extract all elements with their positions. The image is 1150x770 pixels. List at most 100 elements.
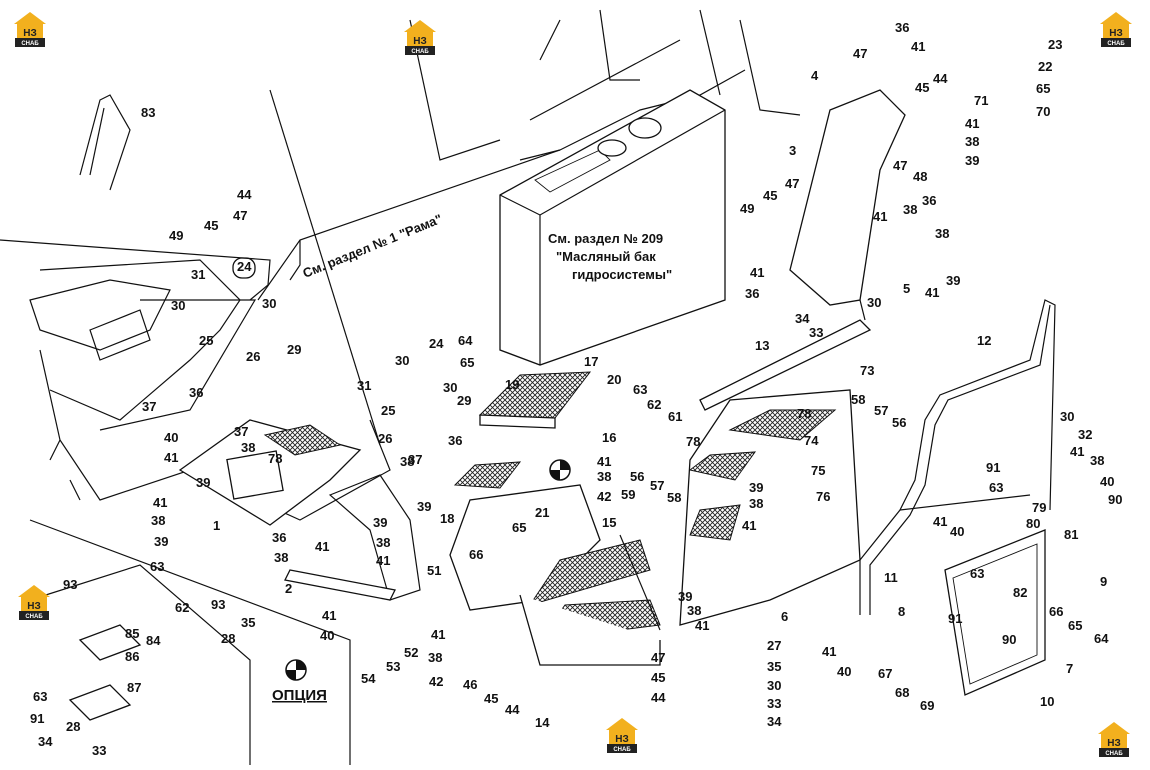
part-callout-38: 38 [749, 496, 763, 511]
part-callout-87: 87 [127, 680, 141, 695]
part-callout-38: 38 [274, 550, 288, 565]
part-callout-25: 25 [199, 333, 213, 348]
part-callout-41: 41 [925, 285, 939, 300]
part-callout-41: 41 [153, 495, 167, 510]
part-callout-47: 47 [233, 208, 247, 223]
part-callout-26: 26 [246, 349, 260, 364]
part-callout-5: 5 [903, 281, 910, 296]
part-callout-90: 90 [1108, 492, 1122, 507]
part-callout-58: 58 [667, 490, 681, 505]
part-callout-84: 84 [146, 633, 161, 648]
part-callout-2: 2 [285, 581, 292, 596]
part-callout-22: 22 [1038, 59, 1052, 74]
part-callout-47: 47 [651, 650, 665, 665]
part-callout-39: 39 [154, 534, 168, 549]
part-callout-17: 17 [584, 354, 598, 369]
part-callout-62: 62 [647, 397, 661, 412]
logo-bottom-left: НЗ СНАБ [18, 585, 50, 620]
part-callout-47: 47 [893, 158, 907, 173]
part-callout-37: 37 [234, 424, 248, 439]
part-callout-41: 41 [822, 644, 836, 659]
part-callout-52: 52 [404, 645, 418, 660]
part-callout-67: 67 [878, 666, 892, 681]
part-callout-69: 69 [920, 698, 934, 713]
part-callout-39: 39 [965, 153, 979, 168]
part-callout-41: 41 [695, 618, 709, 633]
part-callout-41: 41 [164, 450, 178, 465]
part-callout-19: 19 [505, 377, 519, 392]
part-callout-45: 45 [915, 80, 929, 95]
part-callout-65: 65 [460, 355, 474, 370]
part-callout-41: 41 [1070, 444, 1084, 459]
part-callout-70: 70 [1036, 104, 1050, 119]
part-callout-30: 30 [171, 298, 185, 313]
part-callout-23: 23 [1048, 37, 1062, 52]
part-callout-20: 20 [607, 372, 621, 387]
part-callout-4: 4 [811, 68, 819, 83]
part-callout-42: 42 [597, 489, 611, 504]
part-callout-75: 75 [811, 463, 825, 478]
logo-top-left: НЗ СНАБ [14, 12, 46, 47]
part-callout-58: 58 [851, 392, 865, 407]
part-callout-64: 64 [1094, 631, 1109, 646]
part-callout-37: 37 [142, 399, 156, 414]
right-step-housing [679, 319, 872, 626]
part-callout-71: 71 [974, 93, 988, 108]
part-callout-44: 44 [651, 690, 666, 705]
part-callout-46: 46 [463, 677, 477, 692]
part-callout-61: 61 [668, 409, 682, 424]
part-callout-56: 56 [630, 469, 644, 484]
part-callout-41: 41 [965, 116, 979, 131]
part-callout-27: 27 [767, 638, 781, 653]
part-callout-78: 78 [686, 434, 700, 449]
part-callout-38: 38 [935, 226, 949, 241]
part-callout-36: 36 [189, 385, 203, 400]
part-callout-47: 47 [853, 46, 867, 61]
part-callout-34: 34 [38, 734, 53, 749]
part-callout-32: 32 [1078, 427, 1092, 442]
part-callout-18: 18 [440, 511, 454, 526]
part-callout-35: 35 [767, 659, 781, 674]
part-callout-45: 45 [204, 218, 218, 233]
part-callout-41: 41 [750, 265, 764, 280]
part-callout-42: 42 [429, 674, 443, 689]
part-callout-93: 93 [63, 577, 77, 592]
part-callout-78: 78 [268, 451, 282, 466]
part-callout-38: 38 [687, 603, 701, 618]
part-callout-33: 33 [809, 325, 823, 340]
part-callout-30: 30 [443, 380, 457, 395]
part-callout-30: 30 [395, 353, 409, 368]
part-callout-45: 45 [763, 188, 777, 203]
frame-structure [0, 9, 801, 521]
part-callout-29: 29 [457, 393, 471, 408]
part-callout-34: 34 [767, 714, 782, 729]
part-callout-91: 91 [948, 611, 962, 626]
part-callout-38: 38 [1090, 453, 1104, 468]
part-callout-28: 28 [221, 631, 235, 646]
part-callout-49: 49 [740, 201, 754, 216]
brand-logos: НЗ СНАБ НЗ СНАБ НЗ СНАБ НЗ СНАБ НЗ СНАБ … [14, 12, 1132, 757]
part-callout-41: 41 [911, 39, 925, 54]
storage-box-door [944, 529, 1046, 696]
part-callout-38: 38 [428, 650, 442, 665]
part-callout-41: 41 [597, 454, 611, 469]
part-callout-57: 57 [874, 403, 888, 418]
left-fender-cover [178, 419, 421, 601]
part-callout-30: 30 [767, 678, 781, 693]
part-callout-63: 63 [150, 559, 164, 574]
part-callout-82: 82 [1013, 585, 1027, 600]
part-callout-39: 39 [749, 480, 763, 495]
svg-text:НЗ: НЗ [1109, 28, 1123, 39]
part-callout-38: 38 [400, 454, 414, 469]
part-callout-44: 44 [237, 187, 252, 202]
part-callout-6: 6 [781, 609, 788, 624]
svg-text:НЗ: НЗ [23, 28, 37, 39]
part-callout-48: 48 [913, 169, 927, 184]
part-callout-41: 41 [742, 518, 756, 533]
part-callout-85: 85 [125, 626, 139, 641]
part-callout-68: 68 [895, 685, 909, 700]
svg-text:НЗ: НЗ [615, 734, 629, 745]
part-callout-93: 93 [211, 597, 225, 612]
